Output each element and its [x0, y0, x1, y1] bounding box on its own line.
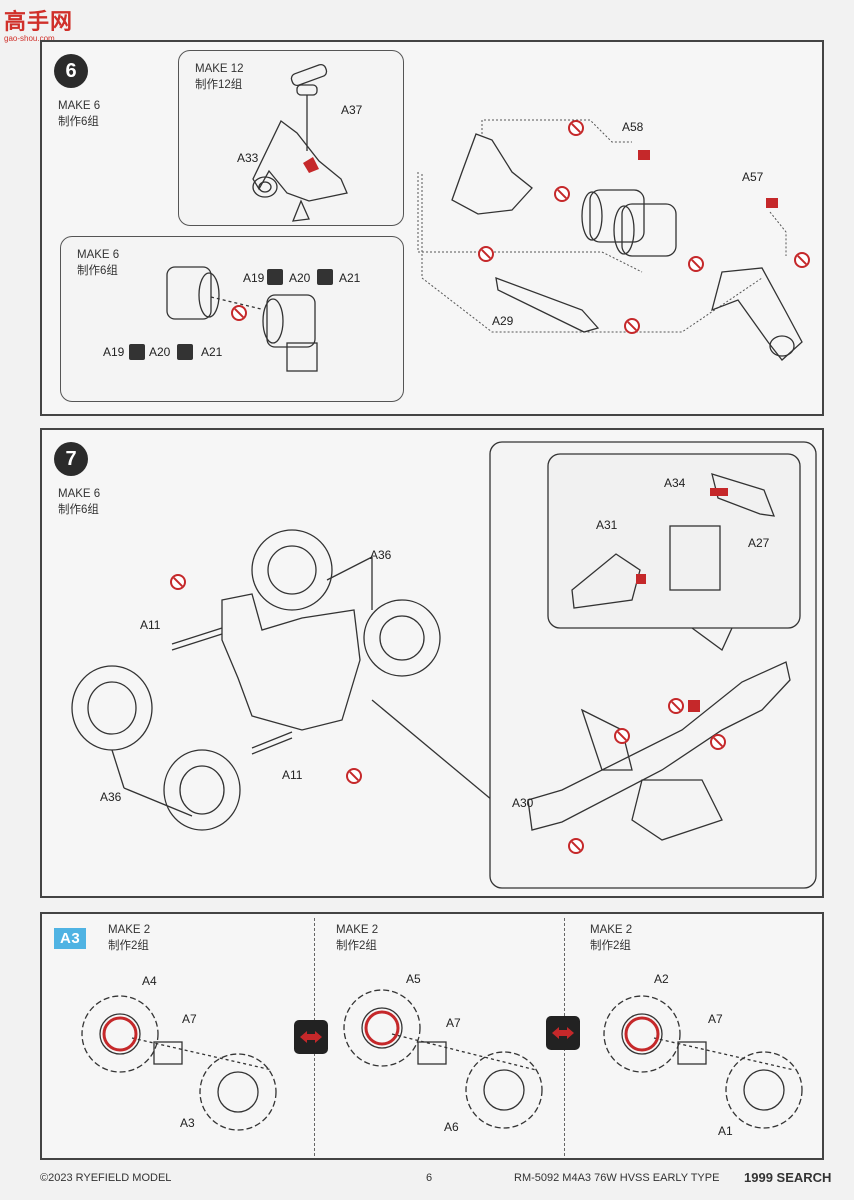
- logo-text: 高手网: [4, 9, 74, 34]
- no-glue-icon: [568, 120, 584, 136]
- footer-product: RM-5092 M4A3 76W HVSS EARLY TYPE: [514, 1172, 720, 1184]
- section-badge: A3: [54, 928, 87, 949]
- make-cn: 制作6组: [58, 116, 99, 128]
- section-a3-panel: A3 MAKE 2 制作2组 MAKE 2 制作2组 MAKE 2 制作2组: [40, 912, 824, 1160]
- arrow-icon: [129, 344, 145, 360]
- make-cn: 制作6组: [58, 504, 99, 516]
- no-glue-icon: [668, 698, 684, 714]
- arrow-icon: [317, 269, 333, 285]
- part-label: A30: [512, 796, 534, 810]
- no-glue-icon: [568, 838, 584, 854]
- site-logo: 高手网 gao-shou.com: [4, 4, 73, 43]
- part-label: A2: [654, 972, 669, 986]
- part-label: A37: [341, 103, 363, 117]
- sprocket-diagram: [81, 989, 803, 1131]
- arm-diagram: [252, 63, 348, 222]
- swap-arrow-icon: [546, 1016, 580, 1050]
- step-6-assembly-diagram: [417, 119, 803, 361]
- part-label: A33: [237, 151, 259, 165]
- logo-url: gao-shou.com: [4, 34, 55, 43]
- part-label: A31: [596, 518, 618, 532]
- no-glue-icon: [624, 318, 640, 334]
- part-label: A11: [140, 618, 161, 632]
- arrow-icon: [177, 344, 193, 360]
- bogie-diagram: [166, 266, 318, 372]
- make-cn: 制作2组: [590, 940, 631, 952]
- make-count: MAKE 6 制作6组: [77, 247, 119, 279]
- no-glue-icon: [478, 246, 494, 262]
- no-glue-icon: [554, 186, 570, 202]
- part-label: A36: [370, 548, 392, 562]
- part-label: A19: [243, 271, 265, 285]
- make-count: MAKE 6 制作6组: [58, 486, 100, 518]
- make-count: MAKE 12 制作12组: [195, 61, 244, 93]
- part-label: A6: [444, 1120, 459, 1134]
- part-label: A7: [182, 1012, 197, 1026]
- make-cn: 制作6组: [77, 265, 118, 277]
- part-label: A27: [748, 536, 770, 550]
- part-label: A57: [742, 170, 764, 184]
- make-count: MAKE 2 制作2组: [590, 922, 632, 954]
- part-label: A36: [100, 790, 122, 804]
- part-label: A4: [142, 974, 157, 988]
- subassembly-box-arm: MAKE 12 制作12组 A37 A33: [178, 50, 404, 226]
- arrow-icon: [267, 269, 283, 285]
- footer-copyright: ©2023 RYEFIELD MODEL: [40, 1172, 172, 1184]
- no-glue-icon: [710, 734, 726, 750]
- make-cn: 制作2组: [108, 940, 149, 952]
- part-label: A21: [339, 271, 361, 285]
- part-label: A20: [149, 345, 171, 359]
- part-label: A3: [180, 1116, 195, 1130]
- swap-arrow-icon: [294, 1020, 328, 1054]
- part-label: A7: [708, 1012, 723, 1026]
- part-label: A1: [718, 1124, 733, 1138]
- footer-watermark: 1999 SEARCH: [744, 1170, 832, 1185]
- part-label: A20: [289, 271, 311, 285]
- make-en: MAKE 6: [58, 100, 101, 112]
- make-en: MAKE 6: [58, 488, 101, 500]
- make-count: MAKE 6 制作6组: [58, 98, 100, 130]
- part-label: A5: [406, 972, 421, 986]
- make-en: MAKE 6: [77, 249, 120, 261]
- part-label: A21: [201, 345, 223, 359]
- no-glue-icon: [170, 574, 186, 590]
- part-label: A34: [664, 476, 686, 490]
- step-number: 6: [54, 54, 88, 88]
- part-label: A58: [622, 120, 644, 134]
- no-glue-icon: [346, 768, 362, 784]
- make-en: MAKE 2: [108, 924, 151, 936]
- no-glue-icon: [688, 256, 704, 272]
- make-count: MAKE 2 制作2组: [108, 922, 150, 954]
- step-7-assembly-diagram: [71, 441, 817, 889]
- part-label: A19: [103, 345, 125, 359]
- step-7-panel: 7 MAKE 6 制作6组: [40, 428, 824, 898]
- make-en: MAKE 2: [590, 924, 633, 936]
- make-en: MAKE 2: [336, 924, 379, 936]
- step-number: 7: [54, 442, 88, 476]
- no-glue-icon: [614, 728, 630, 744]
- subassembly-box-bogie: MAKE 6 制作6组 A19 A20 A21 A19 A20 A21: [60, 236, 404, 402]
- make-en: MAKE 12: [195, 63, 244, 75]
- step-6-panel: 6 MAKE 6 制作6组 MAKE 12 制作12组 A37 A33: [40, 40, 824, 416]
- part-label: A29: [492, 314, 514, 328]
- no-glue-icon: [231, 305, 247, 321]
- part-label: A11: [282, 768, 303, 782]
- make-cn: 制作12组: [195, 79, 243, 91]
- part-label: A7: [446, 1016, 461, 1030]
- make-cn: 制作2组: [336, 940, 377, 952]
- no-glue-icon: [794, 252, 810, 268]
- footer-page-number: 6: [426, 1172, 433, 1184]
- make-count: MAKE 2 制作2组: [336, 922, 378, 954]
